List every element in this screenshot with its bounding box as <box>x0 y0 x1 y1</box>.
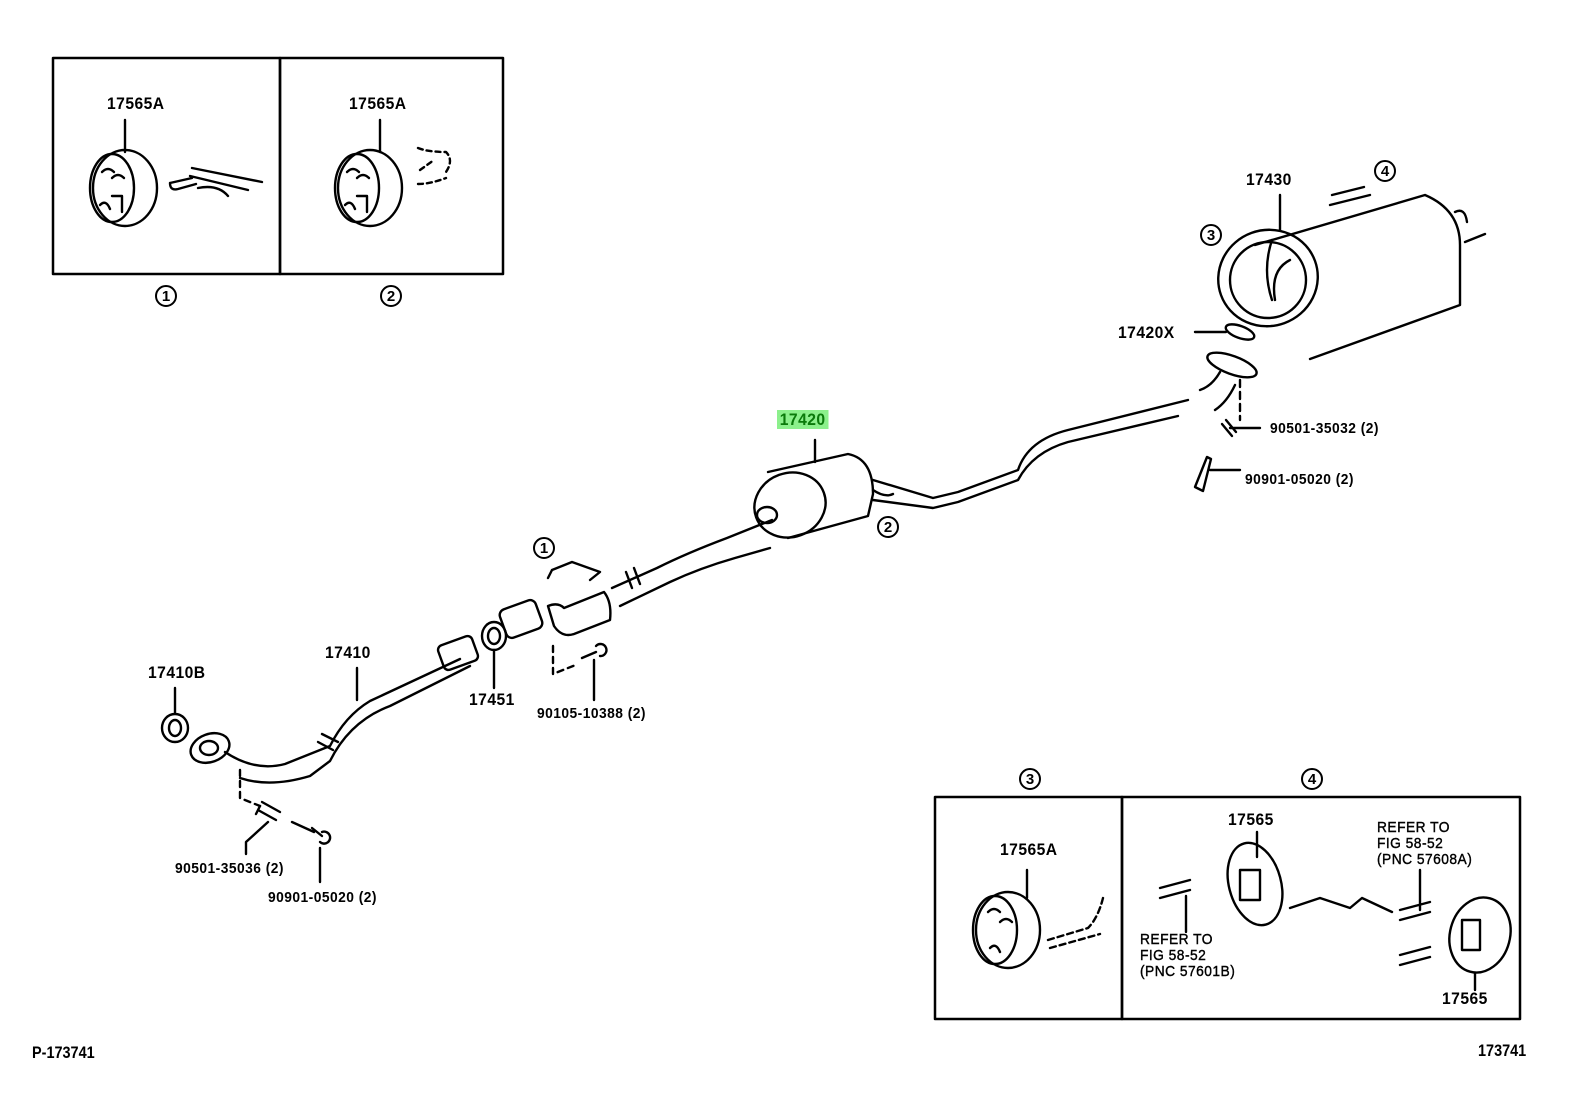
refer-note-57601b: REFER TO FIG 58-52 (PNC 57601B) <box>1140 932 1235 979</box>
part-label-90501-35032: 90501-35032 (2) <box>1270 420 1379 437</box>
callout-1: 1 <box>155 285 177 307</box>
part-label-17565: 17565 <box>1228 810 1274 829</box>
detail-box-4 <box>1120 795 1522 1021</box>
catalytic-converter <box>498 518 774 702</box>
part-label-17451: 17451 <box>469 690 515 709</box>
part-label-17410b: 17410B <box>148 663 206 682</box>
hanger-rubber-icon <box>971 868 1105 970</box>
note-line: (PNC 57601B) <box>1140 962 1236 980</box>
refer-note-57608a: REFER TO FIG 58-52 (PNC 57608A) <box>1377 820 1472 867</box>
callout-2: 2 <box>380 285 402 307</box>
diagram-code: P-173741 <box>32 1043 95 1062</box>
front-bolts <box>238 768 332 884</box>
part-label-17565: 17565 <box>1442 989 1488 1008</box>
note-line: FIG 58-52 <box>1140 946 1207 964</box>
callout-4: 4 <box>1301 768 1323 790</box>
note-line: (PNC 57608A) <box>1377 850 1473 868</box>
center-muffler-17420 <box>753 398 1190 540</box>
part-label-17420x: 17420X <box>1118 323 1175 342</box>
hanger-rubber-icon <box>1158 830 1394 934</box>
figure-number: 173741 <box>1478 1041 1527 1060</box>
callout-1: 1 <box>533 537 555 559</box>
part-label-17565a: 17565A <box>107 94 165 113</box>
part-label-17565a: 17565A <box>1000 840 1058 859</box>
front-pipe-17410 <box>160 634 480 784</box>
hanger-rubber-icon <box>1398 868 1512 992</box>
part-label-90901-05020: 90901-05020 (2) <box>1245 471 1354 488</box>
detail-box-2 <box>278 56 505 276</box>
gasket-17451 <box>480 620 508 690</box>
note-line: REFER TO <box>1377 819 1450 836</box>
hanger-rubber-icon <box>88 118 264 228</box>
callout-2: 2 <box>877 516 899 538</box>
part-label-17565a: 17565A <box>349 94 407 113</box>
part-label-90501-35036: 90501-35036 (2) <box>175 860 284 877</box>
part-label-17430: 17430 <box>1246 170 1292 189</box>
callout-3: 3 <box>1200 224 1222 246</box>
callout-4: 4 <box>1374 160 1396 182</box>
callout-3: 3 <box>1019 768 1041 790</box>
part-label-17420-highlighted[interactable]: 17420 <box>777 410 829 429</box>
part-label-90105-10388: 90105-10388 (2) <box>537 705 646 722</box>
detail-box-1 <box>51 56 282 276</box>
tail-muffler-17430 <box>1217 185 1487 361</box>
note-line: REFER TO <box>1140 931 1213 948</box>
hanger-rubber-icon <box>333 118 452 228</box>
note-line: FIG 58-52 <box>1377 834 1444 852</box>
part-label-90901-05020: 90901-05020 (2) <box>268 889 377 906</box>
rear-pipe-flange <box>1193 323 1262 493</box>
detail-box-3 <box>933 795 1124 1021</box>
part-label-17410: 17410 <box>325 643 371 662</box>
